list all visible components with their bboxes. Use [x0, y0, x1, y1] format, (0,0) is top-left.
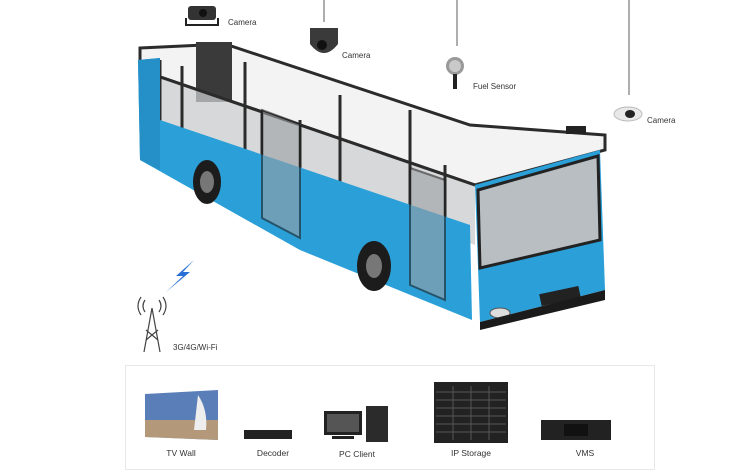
- pc-client-label: PC Client: [339, 449, 375, 459]
- decoder-icon: [244, 430, 292, 439]
- camera-label: Camera: [228, 18, 257, 27]
- tv-wall-icon: [145, 390, 218, 440]
- tv-wall-label: TV Wall: [166, 448, 196, 458]
- bus: [138, 42, 607, 330]
- vms-icon: [541, 420, 611, 440]
- pc-client-icon: [324, 406, 388, 442]
- vehicle-camera-icon: [185, 6, 219, 26]
- backend-panel: [125, 365, 655, 470]
- decoder-label: Decoder: [256, 448, 290, 458]
- network-label: 3G/4G/Wi-Fi: [173, 343, 218, 352]
- fuel-sensor-label: Fuel Sensor: [473, 82, 517, 91]
- ip-storage-icon: [434, 382, 508, 443]
- camera-label: Camera: [342, 51, 371, 60]
- antenna-tower-icon: [137, 296, 167, 353]
- turret-camera-icon: [310, 28, 338, 53]
- camera-label: Camera: [647, 116, 676, 125]
- dome-camera-icon: [613, 106, 643, 122]
- ip-storage-label: IP Storage: [450, 448, 492, 458]
- vms-label: VMS: [575, 448, 595, 458]
- fuel-sensor-icon: [446, 57, 464, 89]
- lightning-icon: [166, 260, 194, 292]
